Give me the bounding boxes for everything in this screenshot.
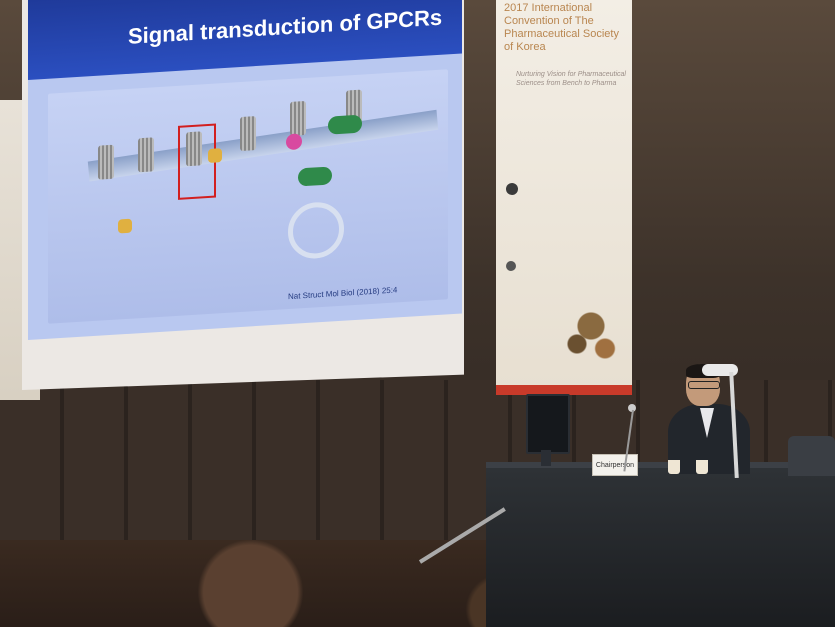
presentation-slide: Signal transduction of GPCRs Nat Struct …	[28, 0, 462, 341]
g-protein-icon	[118, 218, 132, 234]
receptor-icon	[290, 100, 306, 136]
decorative-tree	[556, 290, 626, 380]
banner-base	[496, 385, 632, 395]
nameplate-label: Chairperson	[595, 461, 635, 469]
cup-icon	[696, 460, 708, 474]
society-logo-icon	[506, 261, 516, 271]
receptor-icon	[138, 137, 154, 173]
arrestin-icon	[328, 114, 362, 135]
head-table	[486, 468, 835, 627]
sponsor-logo	[506, 180, 624, 196]
table-top	[486, 462, 835, 472]
monitor-stand	[541, 450, 551, 466]
glasses-icon	[688, 381, 720, 389]
banner-subtitle: Nurturing Vision for Pharmaceutical Scie…	[516, 71, 626, 87]
banner-title: 2017 International Convention of The Pha…	[504, 2, 619, 53]
desk-lamp-icon	[702, 364, 762, 484]
conference-banner: 2017 International Convention of The Pha…	[496, 0, 632, 390]
logo-mark-icon	[506, 182, 518, 195]
receptor-icon	[240, 116, 256, 152]
microphone-icon	[623, 404, 648, 474]
receptor-icon	[98, 144, 114, 180]
g-protein-icon	[208, 148, 222, 163]
inactive-arrestin-icon	[298, 166, 332, 187]
society-logo	[506, 258, 624, 272]
laptop-monitor	[526, 394, 570, 454]
cup-icon	[668, 460, 680, 474]
chair	[788, 436, 835, 476]
